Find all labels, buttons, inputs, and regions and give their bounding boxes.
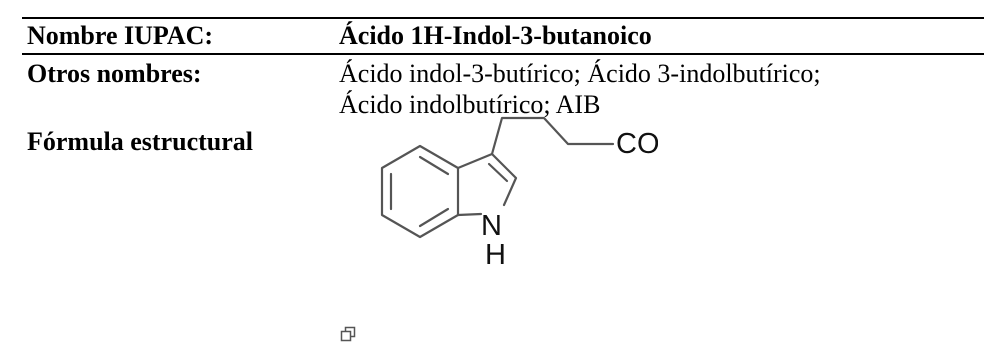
other-names-line-2: Ácido indolbutírico; AIB xyxy=(339,90,601,119)
pyrrole-double-bond xyxy=(487,162,509,183)
iupac-name-value: Ácido 1H-Indol-3-butanoico xyxy=(339,21,652,50)
hydrogen-text: H xyxy=(485,239,506,271)
nitrogen-text: N xyxy=(481,210,502,242)
table-top-rule xyxy=(22,17,984,19)
butanoic-chain xyxy=(490,116,615,156)
benzene-ring xyxy=(380,144,460,239)
other-names-label: Otros nombres: xyxy=(27,59,202,88)
cooh-group-text: COOH xyxy=(616,128,658,160)
table-header-rule xyxy=(22,53,984,55)
pyrrole-ring xyxy=(456,152,518,217)
structural-formula-diagram: COOH N H xyxy=(380,116,658,271)
structural-formula-label: Fórmula estructural xyxy=(27,127,254,156)
copy-icon[interactable] xyxy=(339,326,357,343)
other-names-line-1: Ácido indol-3-butírico; Ácido 3-indolbut… xyxy=(339,59,821,88)
benzene-double-bonds xyxy=(389,155,450,228)
iupac-name-label: Nombre IUPAC: xyxy=(27,21,214,50)
